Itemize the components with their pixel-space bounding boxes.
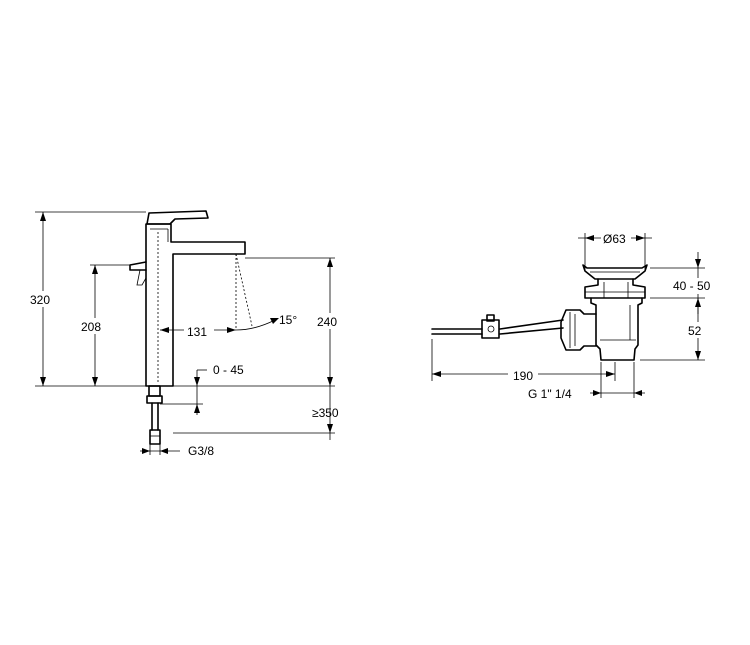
dim-deck-thickness: 0 - 45 — [213, 363, 244, 377]
dim-height-total: 320 — [30, 293, 50, 307]
dim-connection: G3/8 — [188, 444, 214, 458]
drain-plug — [582, 264, 648, 280]
dim-thread: G 1" 1/4 — [528, 387, 572, 401]
dim-spout-reach: 131 — [187, 325, 207, 339]
drain-flange — [584, 278, 646, 299]
dim-height: 52 — [688, 324, 702, 338]
dim-hose-length: ≥350 — [312, 406, 339, 420]
drain-drawing: Ø63 40 - 50 52 190 G 1" 1/4 — [431, 230, 720, 401]
dim-lever-angle: 15° — [279, 313, 297, 327]
faucet-drawing: 320 208 240 131 15° 0 - 45 — [30, 210, 346, 458]
faucet-lever — [146, 210, 209, 225]
dim-height-spout: 240 — [317, 315, 337, 329]
drain-cable — [431, 319, 564, 335]
dim-diameter: Ø63 — [603, 232, 626, 246]
drain-body — [590, 297, 643, 361]
dim-range-top: 40 - 50 — [673, 279, 711, 293]
drain-outlet — [560, 309, 597, 351]
hose-fitting — [149, 429, 161, 445]
dim-height-lever: 208 — [81, 320, 101, 334]
faucet-shank — [148, 385, 161, 397]
cable-clamp — [481, 319, 500, 339]
dim-cable-length: 190 — [513, 369, 533, 383]
faucet-body — [145, 223, 246, 387]
popup-lever — [129, 261, 147, 271]
